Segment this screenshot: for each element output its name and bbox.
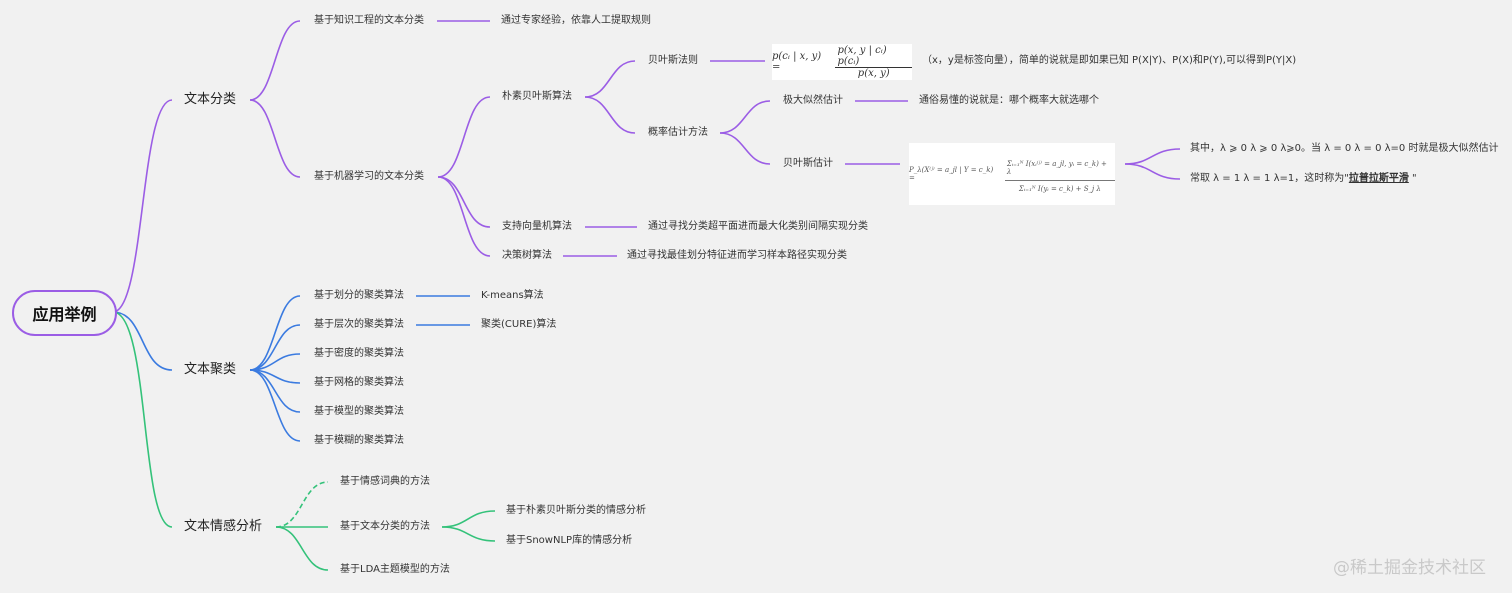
- node-estimation[interactable]: 概率估计方法: [648, 127, 708, 138]
- classification-branches: [112, 20, 1181, 313]
- node-cluster-item[interactable]: 基于网格的聚类算法: [314, 377, 404, 388]
- node-sentiment-item[interactable]: 基于LDA主题模型的方法: [340, 564, 450, 575]
- edge: [249, 99, 301, 178]
- node-laplace-note[interactable]: 常取 λ = 1 λ = 1 λ=1，这时称为"拉普拉斯平滑 ": [1190, 172, 1417, 186]
- edge: [719, 132, 771, 165]
- clustering-branches: [112, 295, 470, 442]
- node-sentiment-sub[interactable]: 基于SnowNLP库的情感分析: [506, 535, 633, 546]
- formula-numerator: Σᵢ₌₁ᴺ I(xᵢ⁽ʲ⁾ = a_jl, yᵢ = c_k) + λ: [1004, 156, 1115, 181]
- sentiment-branches: [112, 311, 496, 571]
- node-sentiment-sub[interactable]: 基于朴素贝叶斯分类的情感分析: [506, 505, 646, 516]
- node-ml-based[interactable]: 基于机器学习的文本分类: [314, 171, 424, 182]
- node-cure[interactable]: 聚类(CURE)算法: [481, 319, 557, 330]
- node-tree-note[interactable]: 通过寻找最佳划分特征进而学习样本路径实现分类: [627, 250, 847, 261]
- edge: [1124, 163, 1181, 180]
- node-svm[interactable]: 支持向量机算法: [502, 221, 572, 232]
- bayes-estimation-formula-image[interactable]: P_λ(X⁽ʲ⁾ = a_jl | Y = c_k) = Σᵢ₌₁ᴺ I(xᵢ⁽…: [909, 143, 1115, 205]
- edge: [249, 369, 301, 442]
- laplace-smoothing-link[interactable]: 拉普拉斯平滑: [1348, 173, 1409, 184]
- edge: [437, 96, 491, 178]
- node-lambda-note[interactable]: 其中，λ ⩾ 0 λ ⩾ 0 λ⩾0。当 λ = 0 λ = 0 λ=0 时就是…: [1190, 143, 1499, 154]
- node-text-classification[interactable]: 文本分类: [184, 92, 237, 107]
- node-decision-tree[interactable]: 决策树算法: [502, 250, 552, 261]
- node-cluster-item[interactable]: 基于划分的聚类算法: [314, 290, 404, 301]
- node-text-sentiment[interactable]: 文本情感分析: [184, 519, 263, 534]
- node-mle-note[interactable]: 通俗易懂的说就是：哪个概率大就选哪个: [919, 95, 1099, 106]
- formula-lhs: p(cᵢ | x, y) =: [772, 51, 822, 73]
- node-svm-note[interactable]: 通过寻找分类超平面进而最大化类别间隔实现分类: [648, 221, 868, 232]
- edge: [584, 96, 636, 134]
- edge: [249, 20, 301, 101]
- root-node[interactable]: 应用举例: [12, 290, 117, 336]
- formula-lhs: P_λ(X⁽ʲ⁾ = a_jl | Y = c_k) =: [909, 166, 994, 182]
- formula-denominator: Σᵢ₌₁ᴺ I(yᵢ = c_k) + S_j λ: [1018, 184, 1101, 193]
- node-cluster-item[interactable]: 基于层次的聚类算法: [314, 319, 404, 330]
- node-kmeans[interactable]: K-means算法: [481, 290, 544, 301]
- edge: [275, 526, 329, 571]
- node-knowledge-note[interactable]: 通过专家经验，依靠人工提取规则: [501, 15, 651, 26]
- node-bayes-estimation[interactable]: 贝叶斯估计: [783, 158, 833, 169]
- formula-fraction: Σᵢ₌₁ᴺ I(xᵢ⁽ʲ⁾ = a_jl, yᵢ = c_k) + λ Σᵢ₌₁…: [1004, 156, 1115, 193]
- edge: [112, 311, 173, 371]
- edge: [1124, 148, 1181, 165]
- edge: [437, 176, 491, 228]
- laplace-suffix: ": [1408, 173, 1417, 184]
- edge: [249, 295, 301, 371]
- node-knowledge-based[interactable]: 基于知识工程的文本分类: [314, 15, 424, 26]
- watermark: @稀土掘金技术社区: [1333, 558, 1486, 578]
- node-cluster-item[interactable]: 基于密度的聚类算法: [314, 348, 404, 359]
- edge: [441, 510, 496, 528]
- node-sentiment-item[interactable]: 基于文本分类的方法: [340, 521, 430, 532]
- node-cluster-item[interactable]: 基于模型的聚类算法: [314, 406, 404, 417]
- node-sentiment-item[interactable]: 基于情感词典的方法: [340, 476, 430, 487]
- node-naive-bayes[interactable]: 朴素贝叶斯算法: [502, 91, 572, 102]
- node-bayes-rule-note[interactable]: （x，y是标签向量），简单的说就是即如果已知 P(X|Y)、P(X)和P(Y),…: [922, 55, 1297, 66]
- edge: [719, 100, 771, 134]
- node-text-clustering[interactable]: 文本聚类: [184, 362, 237, 377]
- edge: [584, 60, 636, 98]
- node-bayes-rule[interactable]: 贝叶斯法则: [648, 55, 698, 66]
- edge: [441, 526, 496, 542]
- formula-fraction: p(x, y | cᵢ) p(cᵢ) p(x, y): [835, 45, 912, 79]
- edge: [112, 99, 173, 313]
- edge: [275, 481, 329, 528]
- bayes-rule-formula-image[interactable]: p(cᵢ | x, y) = p(x, y | cᵢ) p(cᵢ) p(x, y…: [772, 44, 912, 80]
- laplace-prefix: 常取 λ = 1 λ = 1 λ=1，这时称为": [1190, 173, 1349, 184]
- edge: [112, 311, 173, 528]
- node-mle[interactable]: 极大似然估计: [783, 95, 843, 106]
- formula-numerator: p(x, y | cᵢ) p(cᵢ): [835, 45, 912, 68]
- edge: [437, 176, 491, 257]
- formula-denominator: p(x, y): [857, 68, 890, 79]
- node-cluster-item[interactable]: 基于模糊的聚类算法: [314, 435, 404, 446]
